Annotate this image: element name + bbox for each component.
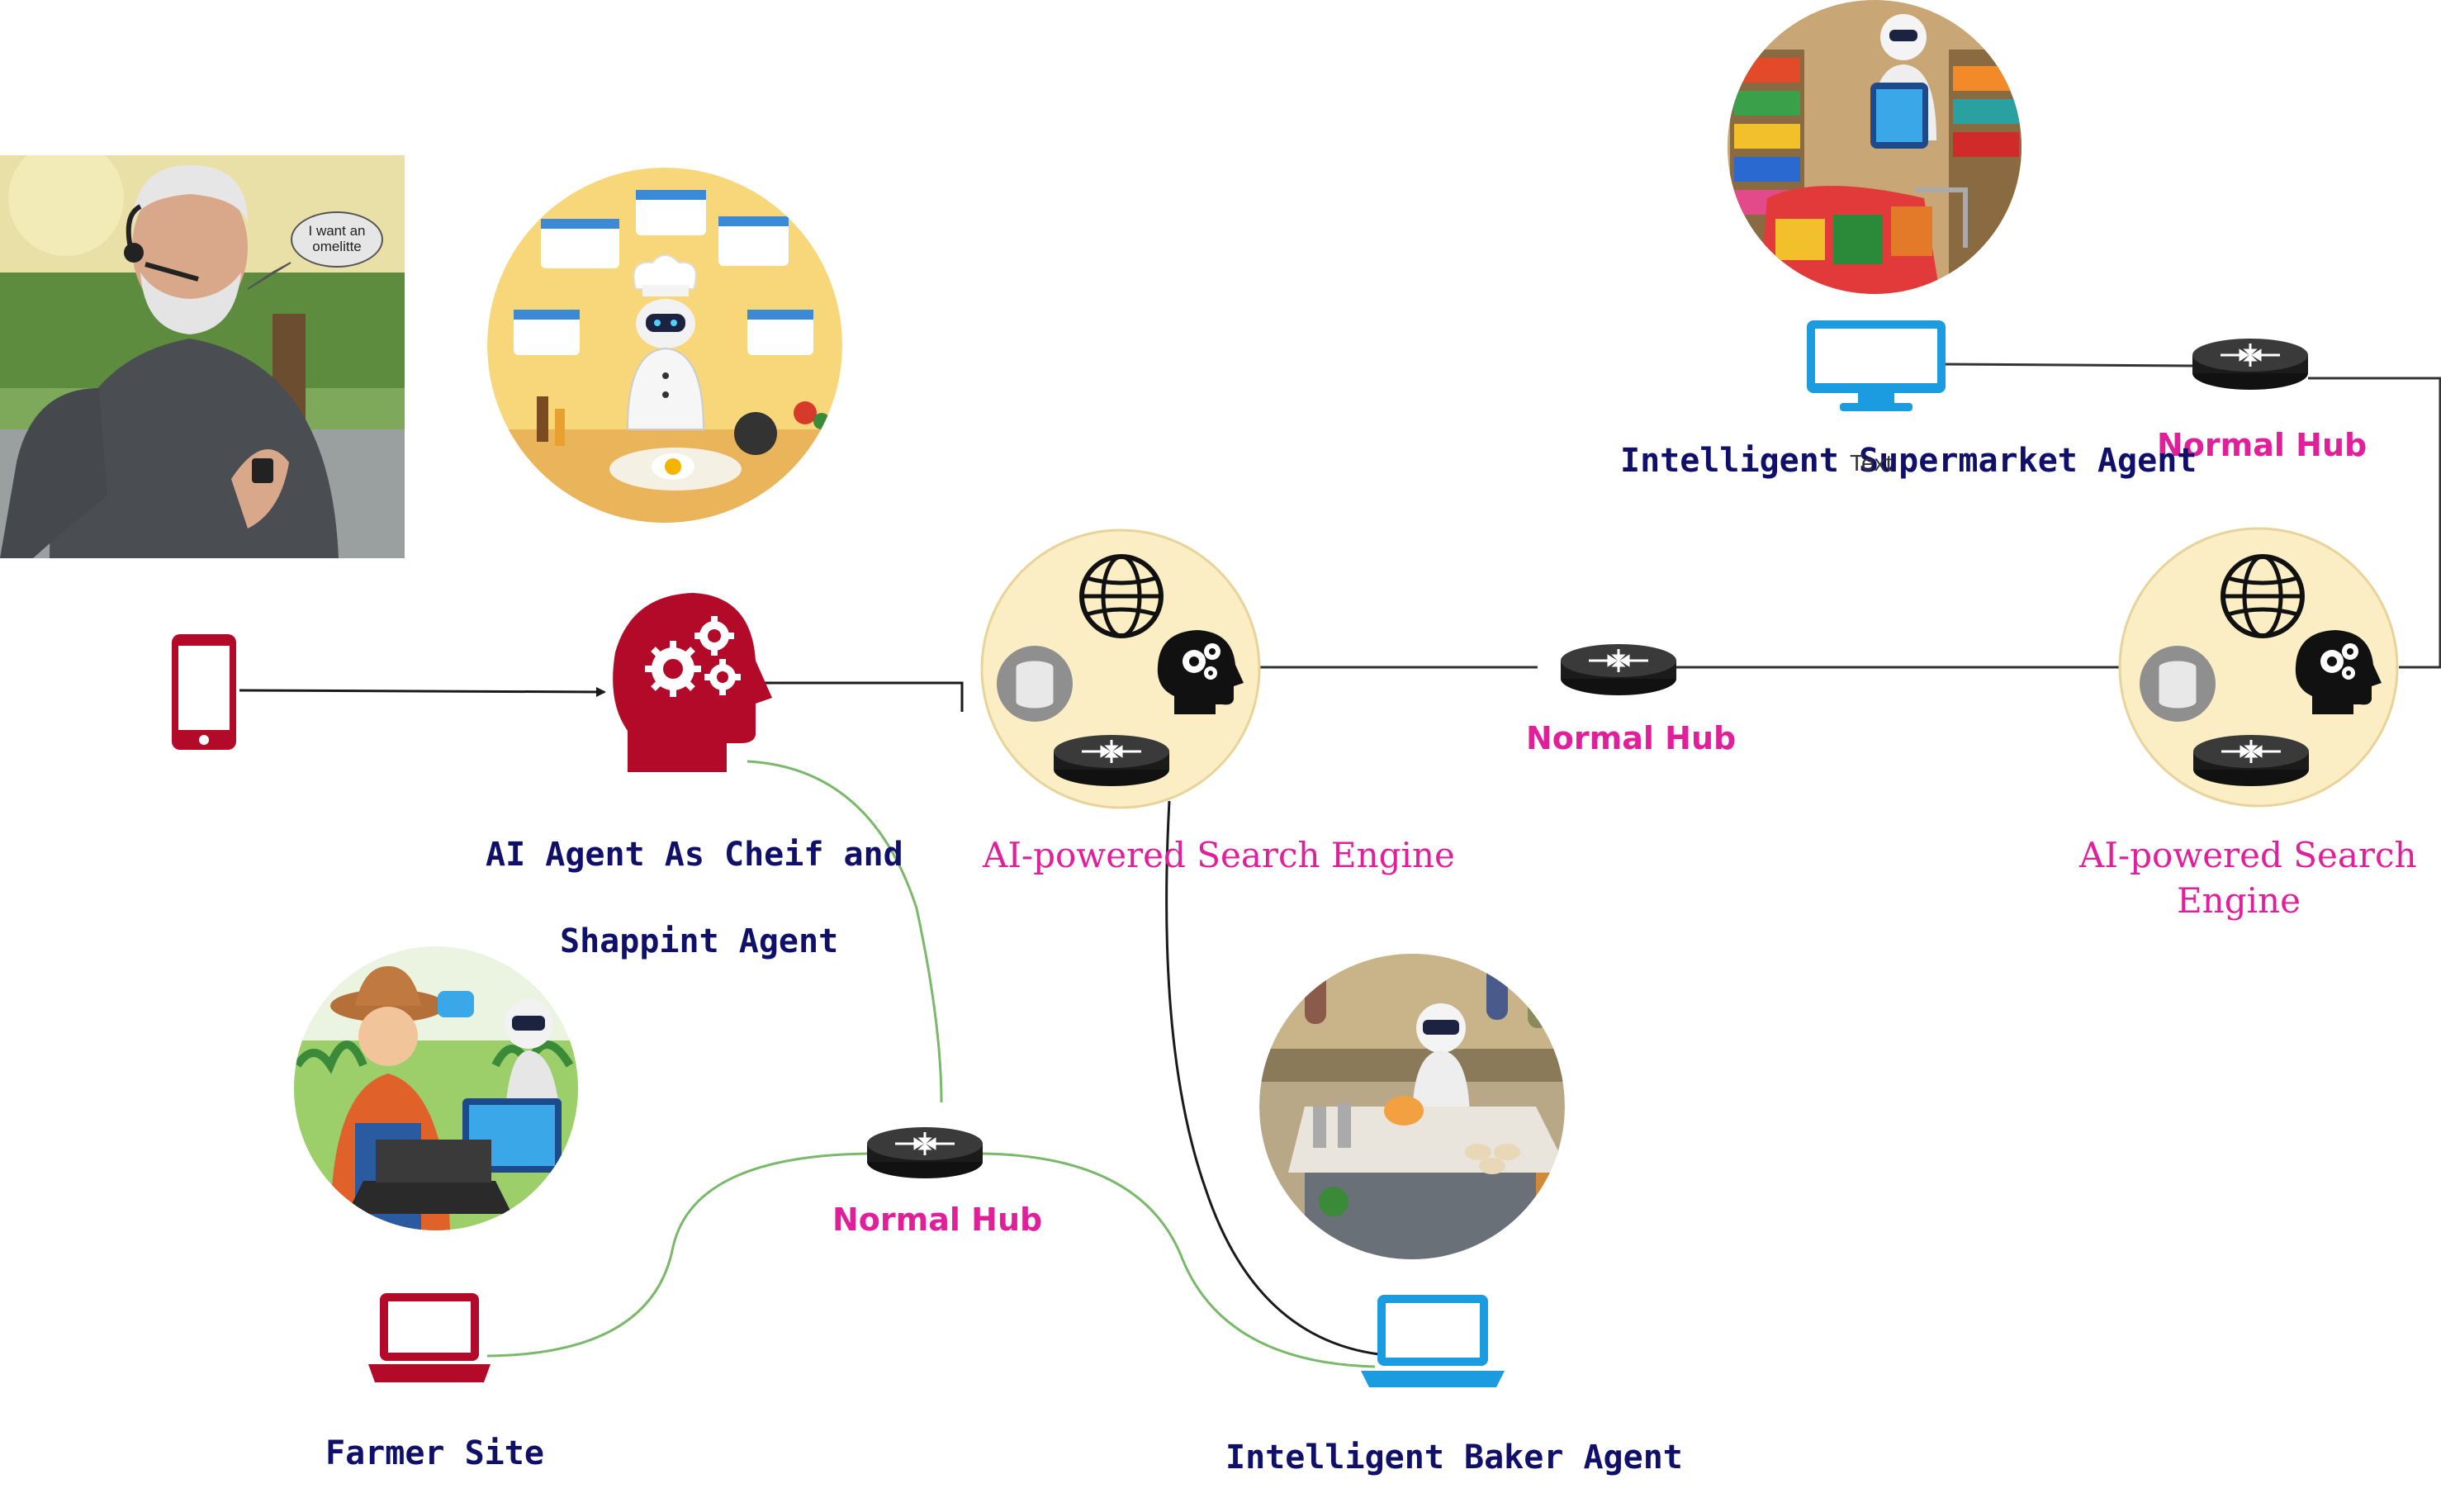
monitor-icon[interactable] xyxy=(1807,320,1946,411)
edge-bottom-hub-to-laptop xyxy=(982,1152,1376,1368)
normal-hub-bottom-label: Normal Hub xyxy=(832,1202,1043,1238)
edge-phone-to-agent xyxy=(239,686,606,697)
farmer-robot-illustration xyxy=(294,946,578,1230)
edge-right-engine-to-top-hub xyxy=(2308,377,2441,669)
stray-text-label: Text xyxy=(1850,450,1893,476)
speech-bubble: I want an omelitte xyxy=(291,211,383,268)
edge-agent-to-bottom-hub xyxy=(747,760,943,1103)
router-hub-icon xyxy=(2192,733,2311,788)
smartphone-icon[interactable] xyxy=(172,634,236,750)
chef-robot-illustration xyxy=(487,168,842,523)
supermarket-agent-label: Intelligent Supermarket Agent xyxy=(1620,442,2197,480)
supermarket-robot-illustration xyxy=(1728,0,2022,294)
normal-hub-center-label: Normal Hub xyxy=(1526,720,1737,756)
router-hub-icon-center[interactable] xyxy=(1559,642,1678,697)
ai-head-gears-icon[interactable] xyxy=(613,593,772,772)
router-hub-icon xyxy=(1052,733,1171,788)
farmer-site-label: Farmer Site xyxy=(325,1434,544,1472)
edges xyxy=(239,363,2441,1368)
ai-agent-label-line2: Shappint Agent xyxy=(560,922,839,960)
laptop-icon-baker[interactable] xyxy=(1361,1295,1505,1387)
search-engine-right-label-line2: Engine xyxy=(2177,880,2301,921)
search-engine-center-label: AI-powered Search Engine xyxy=(983,835,1455,875)
baker-agent-label: Intelligent Baker Agent xyxy=(1225,1439,1683,1476)
search-engine-center[interactable] xyxy=(980,528,1261,809)
search-engine-right[interactable] xyxy=(2118,527,2399,808)
runner-photo xyxy=(0,155,405,558)
database-icon xyxy=(995,644,1074,723)
edge-farmer-to-bottom-hub xyxy=(486,1152,868,1358)
database-icon xyxy=(2138,644,2217,723)
ai-agent-label-line1: AI Agent As Cheif and xyxy=(486,836,903,874)
search-engine-right-label-line1: AI-powered Search xyxy=(2079,835,2417,875)
laptop-icon-farmer[interactable] xyxy=(368,1293,491,1382)
edge-top-hub-to-monitor xyxy=(1940,363,2193,367)
router-hub-icon-top-right[interactable] xyxy=(2191,337,2310,391)
bakery-robot-illustration xyxy=(1259,954,1565,1259)
edge-engine-to-laptop xyxy=(1165,800,1380,1356)
router-hub-icon-bottom[interactable] xyxy=(865,1126,984,1180)
edge-agent-to-search-engine xyxy=(747,681,964,712)
normal-hub-top-right-label: Normal Hub xyxy=(2157,427,2368,463)
